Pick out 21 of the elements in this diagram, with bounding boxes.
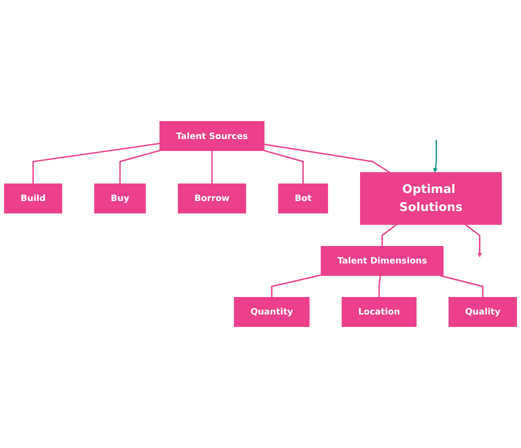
connector-line — [440, 274, 484, 298]
process-box: Borrow — [178, 184, 246, 214]
connector-line — [211, 150, 213, 184]
connector-line — [264, 144, 390, 173]
arrow — [464, 224, 482, 258]
connector-line — [32, 142, 160, 184]
arrow — [433, 140, 438, 173]
process-box: Build — [4, 184, 62, 214]
process-box: Bot — [278, 184, 328, 214]
connector-line — [119, 150, 160, 184]
connector-line — [378, 276, 382, 298]
process-box: Talent Dimensions — [320, 246, 444, 276]
process-box: Location — [342, 297, 417, 327]
process-box: Talent Sources — [160, 121, 264, 151]
process-box: Optimal Solutions — [360, 172, 502, 225]
connector-line — [382, 224, 397, 246]
process-box: Buy — [94, 184, 146, 214]
connector-line — [264, 150, 304, 184]
connector-line — [271, 274, 322, 298]
process-box: Quantity — [234, 297, 310, 327]
process-box: Quality — [448, 297, 517, 327]
